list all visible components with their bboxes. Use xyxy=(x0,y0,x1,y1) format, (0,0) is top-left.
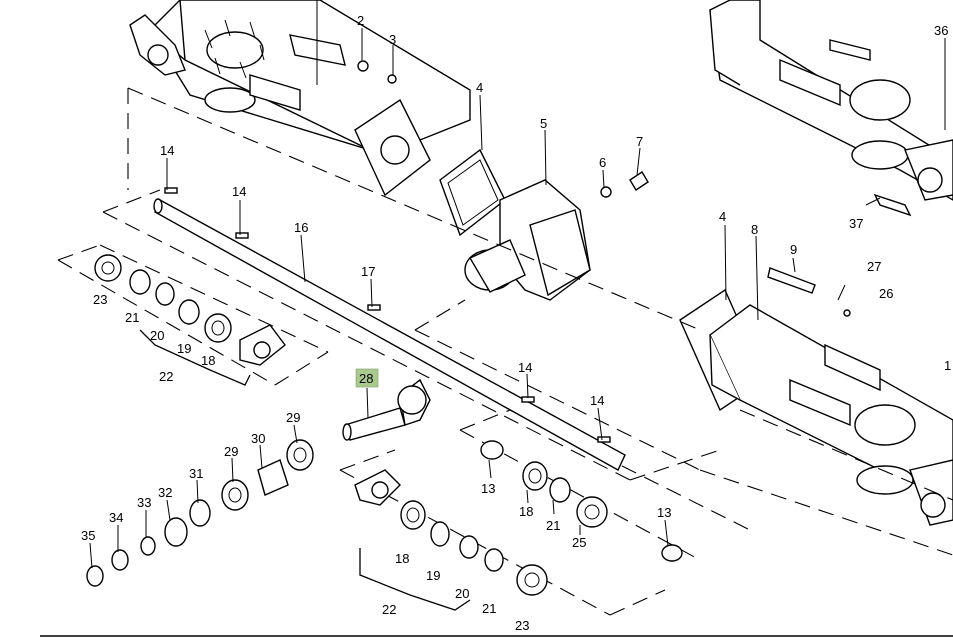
callout-label[interactable]: 22 xyxy=(159,369,173,384)
assembly-outlines xyxy=(57,87,953,616)
callout-label[interactable]: 4 xyxy=(719,209,726,224)
callout-label[interactable]: 8 xyxy=(751,222,758,237)
callout-label[interactable]: 21 xyxy=(546,518,560,533)
diff-group-right xyxy=(480,440,683,562)
callout-28-highlight xyxy=(355,368,379,388)
callout-label[interactable]: 19 xyxy=(177,341,191,356)
axle-housing-right-top xyxy=(709,0,953,217)
leader-lines xyxy=(89,0,946,569)
callout-label[interactable]: 25 xyxy=(572,535,586,550)
hardware-top xyxy=(357,60,851,317)
callout-label[interactable]: 26 xyxy=(879,286,893,301)
callout-labels: 2 3 4 5 6 7 36 14 14 16 17 4 8 9 27 26 3… xyxy=(81,13,951,633)
callout-label[interactable]: 14 xyxy=(232,184,246,199)
callout-label[interactable]: 4 xyxy=(476,80,483,95)
callout-label[interactable]: 23 xyxy=(93,292,107,307)
callout-label[interactable]: 14 xyxy=(518,360,532,375)
callout-label[interactable]: 21 xyxy=(125,310,139,325)
callout-label[interactable]: 13 xyxy=(657,505,671,520)
callout-label[interactable]: 17 xyxy=(361,264,375,279)
callout-label[interactable]: 36 xyxy=(934,23,948,38)
callout-label[interactable]: 18 xyxy=(201,353,215,368)
callout-label[interactable]: 3 xyxy=(389,32,396,47)
shaft-16 xyxy=(153,198,626,471)
callout-label[interactable]: 2 xyxy=(357,13,364,28)
bearing-group-left xyxy=(94,254,286,386)
callout-label[interactable]: 14 xyxy=(160,143,174,158)
axle-housing-right-bottom xyxy=(679,288,953,526)
callout-label[interactable]: 9 xyxy=(790,242,797,257)
callout-label[interactable]: 20 xyxy=(455,586,469,601)
callout-label[interactable]: 30 xyxy=(251,431,265,446)
callout-label[interactable]: 20 xyxy=(150,328,164,343)
callout-label[interactable]: 22 xyxy=(382,602,396,617)
callout-label[interactable]: 14 xyxy=(590,393,604,408)
callout-label[interactable]: 21 xyxy=(482,601,496,616)
callout-label[interactable]: 13 xyxy=(481,481,495,496)
callout-label[interactable]: 34 xyxy=(109,510,123,525)
callout-label[interactable]: 27 xyxy=(867,259,881,274)
callout-label[interactable]: 5 xyxy=(540,116,547,131)
axle-housing-left xyxy=(129,0,471,197)
callout-label[interactable]: 31 xyxy=(189,466,203,481)
pinion-shaft-28 xyxy=(342,378,431,441)
callout-label[interactable]: 18 xyxy=(395,551,409,566)
callout-28-label[interactable]: 28 xyxy=(359,371,373,386)
centre-housing-5 xyxy=(464,179,591,301)
callout-label[interactable]: 18 xyxy=(519,504,533,519)
callout-label[interactable]: 23 xyxy=(515,618,529,633)
callout-label[interactable]: 29 xyxy=(286,410,300,425)
callout-label[interactable]: 6 xyxy=(599,155,606,170)
bearing-stack-29-35 xyxy=(86,439,314,587)
callout-label[interactable]: 37 xyxy=(849,216,863,231)
callout-label[interactable]: 16 xyxy=(294,220,308,235)
callout-label[interactable]: 32 xyxy=(158,485,172,500)
callout-label[interactable]: 29 xyxy=(224,444,238,459)
callout-label[interactable]: 35 xyxy=(81,528,95,543)
callout-label[interactable]: 19 xyxy=(426,568,440,583)
callout-label[interactable]: 1 xyxy=(944,358,951,373)
diff-group-bottom xyxy=(354,469,548,611)
callout-label[interactable]: 7 xyxy=(636,134,643,149)
callout-label[interactable]: 33 xyxy=(137,495,151,510)
gasket-4-top xyxy=(439,148,506,237)
